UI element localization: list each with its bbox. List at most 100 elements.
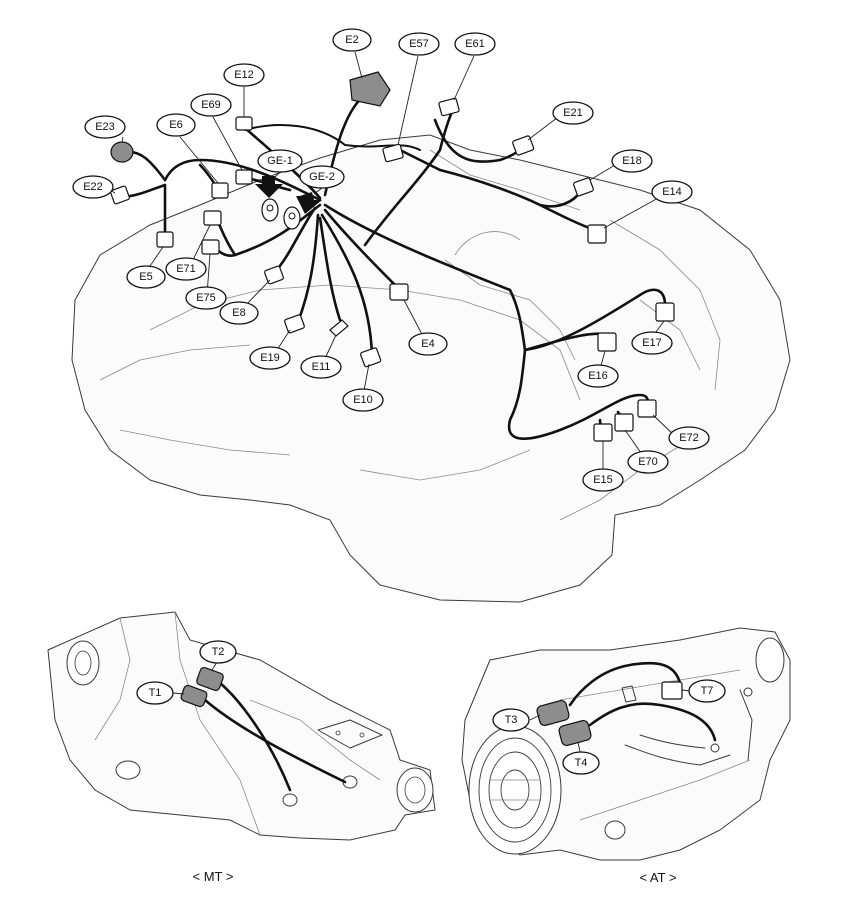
- tag-e8[interactable]: E8: [219, 301, 259, 325]
- svg-text:E70: E70: [638, 456, 658, 468]
- connector-e18: [573, 177, 594, 197]
- tag-e19[interactable]: E19: [249, 346, 291, 370]
- engine-outline: [71, 134, 791, 603]
- tag-e23[interactable]: E23: [84, 115, 126, 139]
- arrow-icon: [255, 176, 283, 198]
- tag-t2[interactable]: T2: [199, 640, 237, 664]
- tag-e11[interactable]: E11: [300, 355, 342, 379]
- svg-text:GE-2: GE-2: [309, 171, 335, 183]
- tag-e22[interactable]: E22: [72, 175, 114, 199]
- connector-t1: [180, 684, 208, 708]
- connector-e70: [614, 413, 634, 432]
- caption-at: < AT >: [639, 870, 676, 885]
- connector-e14: [587, 224, 607, 244]
- connector-e8: [264, 265, 284, 285]
- connector-e21: [512, 135, 535, 156]
- tag-ge2[interactable]: GE-2: [299, 165, 345, 189]
- connector-e4: [389, 283, 409, 301]
- svg-text:E4: E4: [421, 338, 434, 350]
- caption-mt: < MT >: [193, 869, 234, 884]
- tag-e18[interactable]: E18: [611, 149, 653, 173]
- connector-e6: [211, 182, 229, 199]
- connector-e71: [203, 210, 222, 226]
- svg-text:E23: E23: [95, 121, 115, 133]
- tag-e75[interactable]: E75: [185, 286, 227, 310]
- svg-text:T4: T4: [575, 757, 588, 769]
- svg-text:T3: T3: [505, 714, 518, 726]
- connector-t4: [558, 719, 592, 747]
- svg-text:E15: E15: [593, 474, 613, 486]
- svg-text:E57: E57: [409, 38, 429, 50]
- tag-e14[interactable]: E14: [651, 180, 693, 204]
- tag-e16[interactable]: E16: [577, 364, 619, 388]
- svg-text:E18: E18: [622, 155, 642, 167]
- connector-e10: [360, 347, 382, 368]
- svg-text:E19: E19: [260, 352, 280, 364]
- connector-e75: [201, 239, 220, 255]
- ground-terminals: [255, 176, 322, 230]
- tag-e70[interactable]: E70: [627, 450, 669, 474]
- connector-t2: [196, 666, 224, 692]
- svg-text:T7: T7: [701, 685, 714, 697]
- connector-e72: [637, 399, 657, 418]
- connector-e19: [284, 314, 305, 334]
- connector-t7: [661, 681, 683, 700]
- svg-text:T1: T1: [149, 687, 162, 699]
- svg-text:E2: E2: [345, 34, 358, 46]
- connector-e57: [382, 143, 404, 163]
- mt-transmission: T2 T1 < MT >: [47, 611, 436, 884]
- engine-tags: E2 E57 E61 E12 E69 E6 E23 E22 GE-1 GE-2 …: [72, 28, 710, 492]
- tag-e17[interactable]: E17: [631, 331, 673, 355]
- tag-e21[interactable]: E21: [552, 101, 594, 125]
- tag-t3[interactable]: T3: [492, 708, 530, 732]
- svg-text:E61: E61: [465, 38, 485, 50]
- svg-text:E16: E16: [588, 370, 608, 382]
- connector-e2: [349, 71, 391, 107]
- svg-text:E21: E21: [563, 107, 583, 119]
- connector-e16: [597, 332, 617, 352]
- tag-e15[interactable]: E15: [582, 468, 624, 492]
- connector-e15: [593, 423, 613, 442]
- connector-e22: [110, 185, 130, 205]
- tag-e72[interactable]: E72: [668, 426, 710, 450]
- connector-t3: [536, 699, 570, 727]
- tag-t4[interactable]: T4: [562, 751, 600, 775]
- svg-text:E5: E5: [139, 271, 152, 283]
- connector-e61: [438, 97, 460, 117]
- svg-text:T2: T2: [212, 646, 225, 658]
- tag-t7[interactable]: T7: [688, 679, 726, 703]
- tag-e69[interactable]: E69: [190, 93, 232, 117]
- tag-e71[interactable]: E71: [165, 257, 207, 281]
- tag-e4[interactable]: E4: [408, 332, 448, 356]
- svg-text:E14: E14: [662, 186, 682, 198]
- svg-text:E22: E22: [83, 181, 103, 193]
- svg-text:E8: E8: [232, 307, 245, 319]
- tag-t1[interactable]: T1: [136, 681, 174, 705]
- svg-text:E71: E71: [176, 263, 196, 275]
- tag-ge1[interactable]: GE-1: [257, 149, 303, 173]
- connector-e5: [156, 231, 174, 248]
- svg-text:E12: E12: [234, 69, 254, 81]
- at-transmission: T3 T4 T7 < AT >: [461, 627, 791, 885]
- svg-text:E17: E17: [642, 337, 662, 349]
- svg-text:E10: E10: [353, 394, 373, 406]
- tag-e61[interactable]: E61: [454, 32, 496, 56]
- svg-text:E6: E6: [169, 119, 182, 131]
- connector-e17: [655, 302, 675, 322]
- connector-e11: [329, 319, 349, 337]
- svg-text:E72: E72: [679, 432, 699, 444]
- svg-text:E75: E75: [196, 292, 216, 304]
- svg-text:E11: E11: [312, 361, 331, 373]
- tag-e2[interactable]: E2: [332, 28, 372, 52]
- connector-e12: [235, 116, 253, 131]
- tag-e57[interactable]: E57: [398, 32, 440, 56]
- tag-e5[interactable]: E5: [126, 265, 166, 289]
- tag-e12[interactable]: E12: [223, 63, 265, 87]
- tag-e10[interactable]: E10: [342, 388, 384, 412]
- arrow-icon: [296, 192, 322, 214]
- svg-text:E69: E69: [201, 99, 221, 111]
- engine-connectors: [110, 71, 675, 442]
- tag-e6[interactable]: E6: [156, 113, 196, 137]
